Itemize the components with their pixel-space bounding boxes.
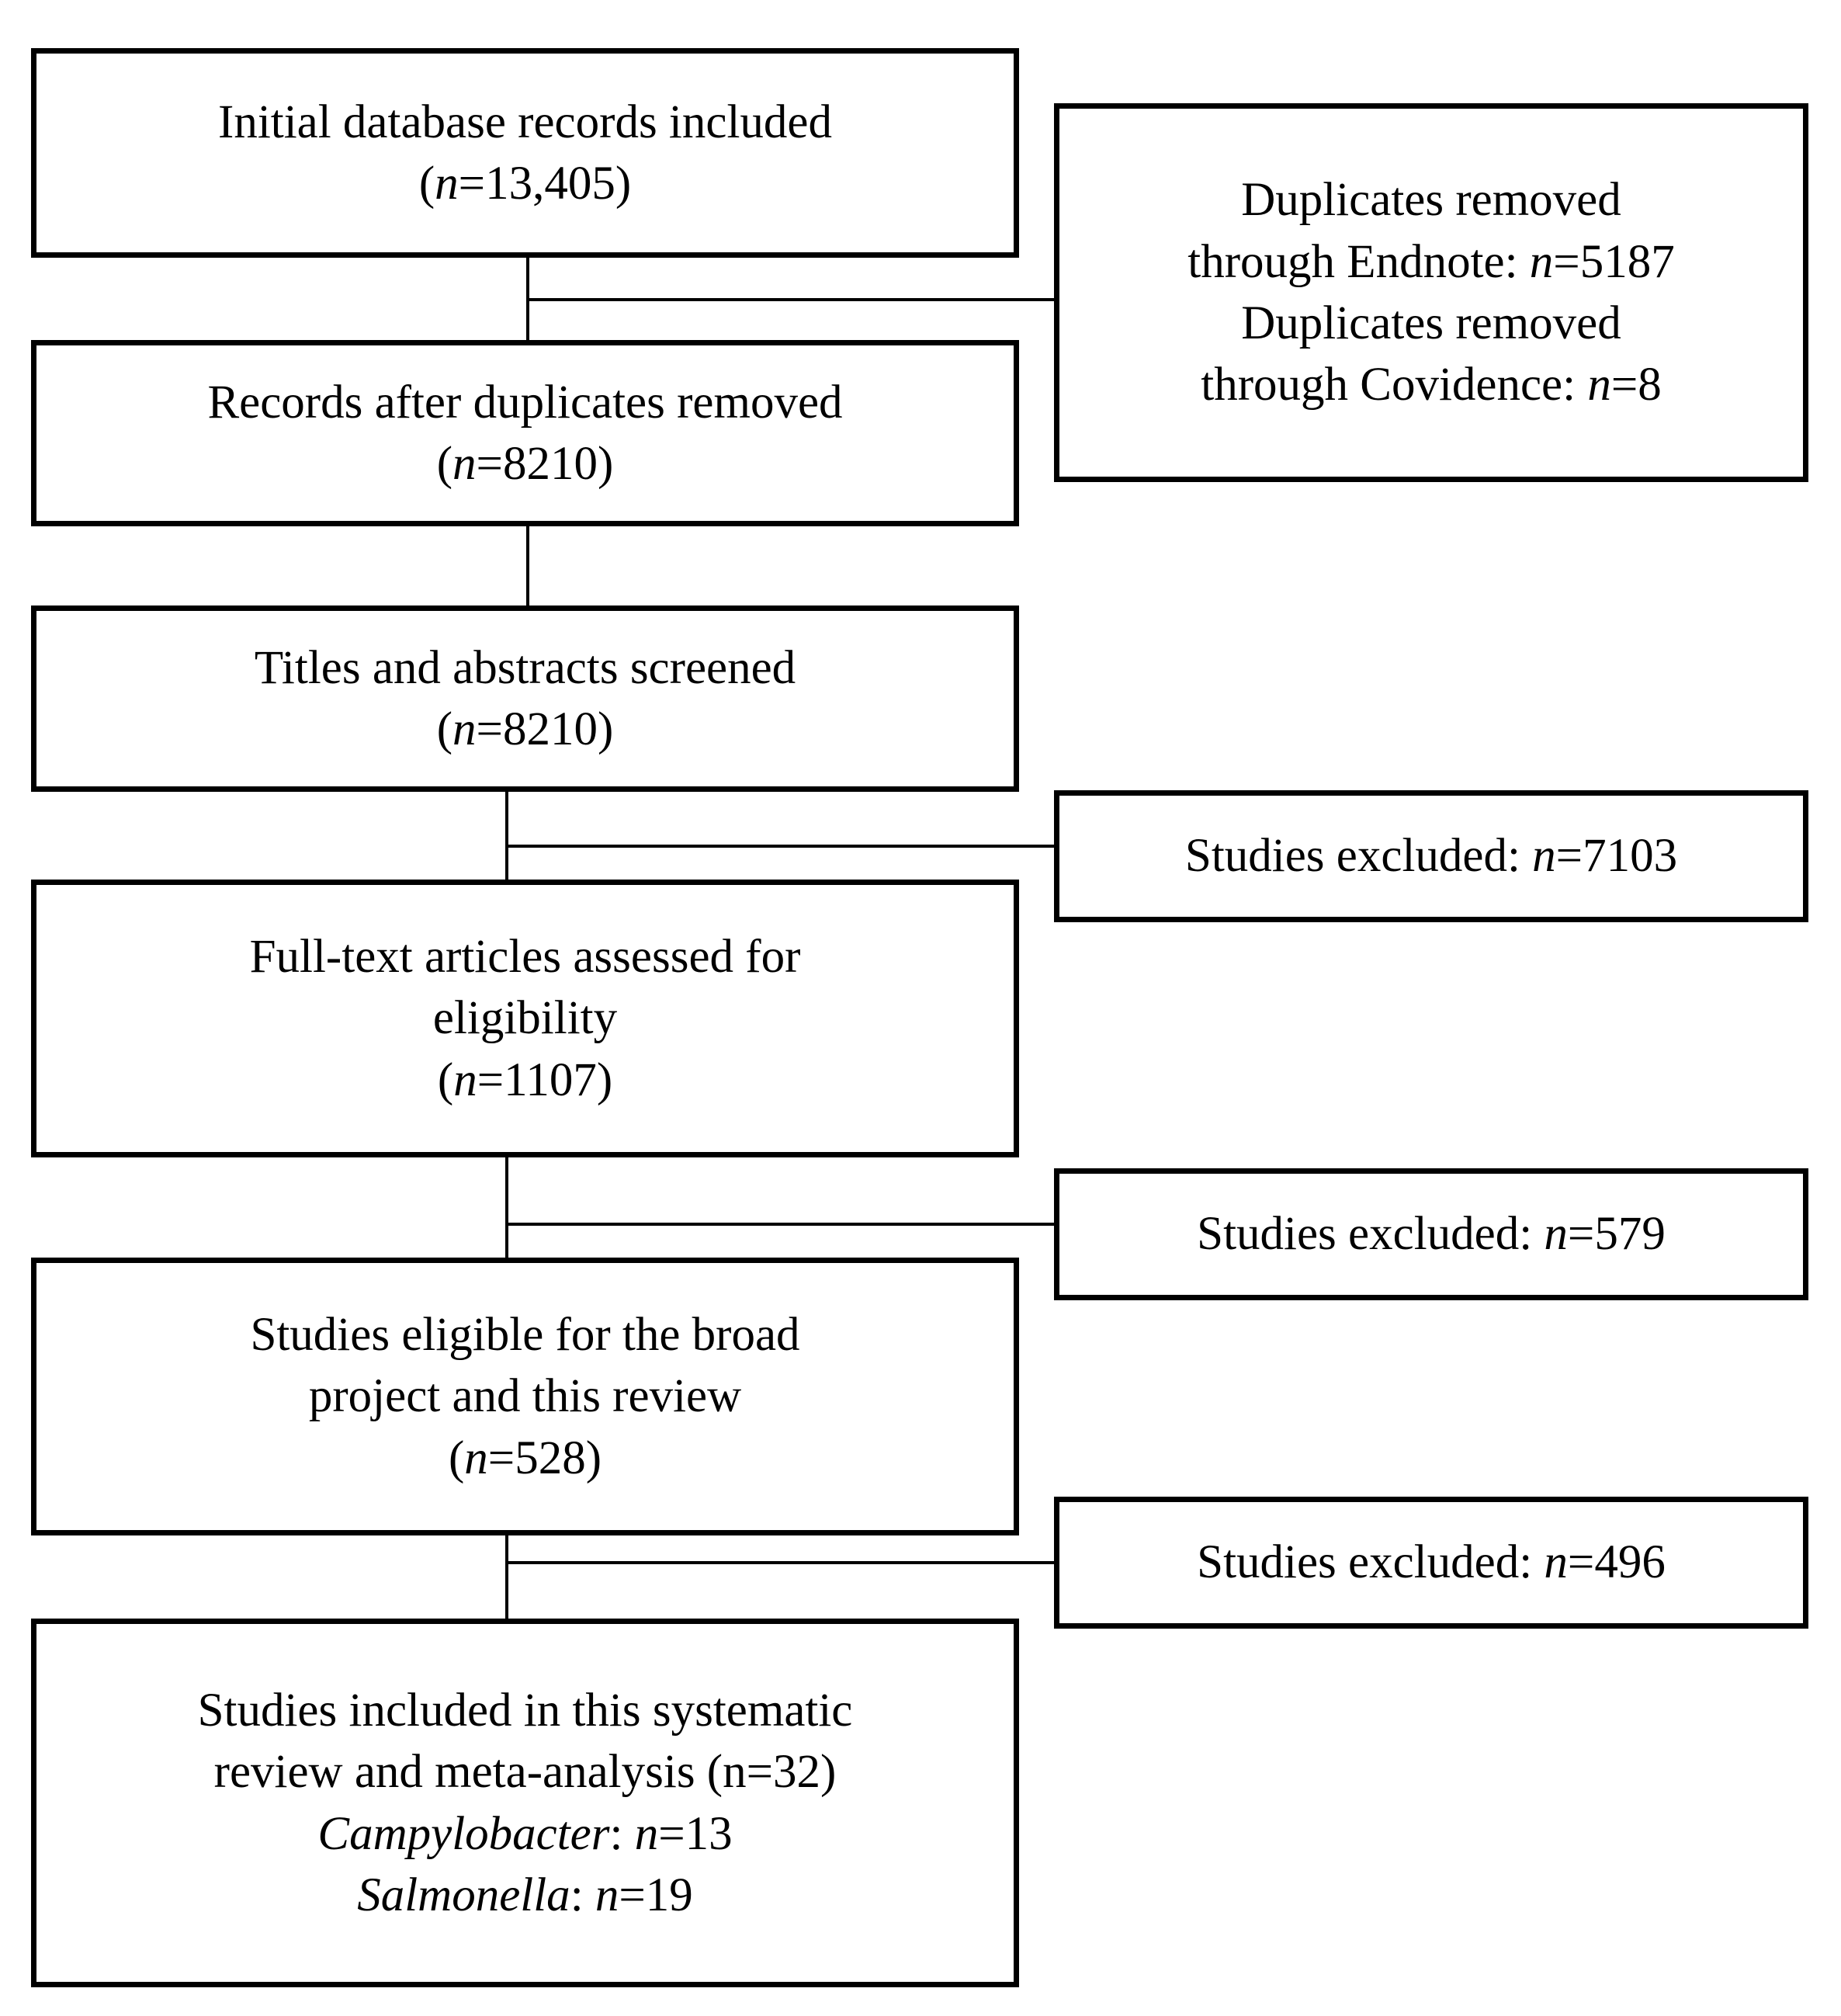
records-after-duplicates-count: (n=8210) — [436, 438, 614, 490]
full-text-assessed-label-1: Full-text articles assessed for — [249, 931, 801, 984]
studies-excluded-screening-box: Studies excluded: n=7103 — [1054, 790, 1808, 922]
studies-excluded-fulltext-text: Studies excluded: n=579 — [1197, 1208, 1666, 1261]
studies-excluded-screening-text: Studies excluded: n=7103 — [1184, 830, 1678, 883]
studies-excluded-scope-text: Studies excluded: n=496 — [1197, 1536, 1666, 1589]
connector-branch-duplicates-removed — [526, 298, 1056, 301]
initial-records-label: Initial database records included — [218, 95, 832, 148]
titles-abstracts-screened-box: Titles and abstracts screened (n=8210) — [31, 605, 1019, 792]
connector-eligibility-to-broad-eligible — [505, 1157, 508, 1258]
duplicates-removed-covidence-label: Duplicates removed — [1241, 297, 1621, 349]
studies-eligible-count: (n=528) — [448, 1431, 602, 1484]
studies-eligible-label-1: Studies eligible for the broad — [250, 1309, 800, 1362]
full-text-assessed-box: Full-text articles assessed for eligibil… — [31, 880, 1019, 1157]
studies-included-box: Studies included in this systematic revi… — [31, 1619, 1019, 1987]
studies-excluded-scope-box: Studies excluded: n=496 — [1054, 1497, 1808, 1629]
connector-branch-excluded-scope — [505, 1561, 1056, 1564]
initial-records-box: Initial database records included (n=13,… — [31, 48, 1019, 258]
studies-eligible-broad-project-box: Studies eligible for the broad project a… — [31, 1258, 1019, 1535]
studies-included-salmonella: Salmonella: n=19 — [357, 1869, 693, 1921]
duplicates-removed-covidence-count: through Covidence: n=8 — [1201, 359, 1662, 411]
duplicates-removed-endnote-label: Duplicates removed — [1241, 174, 1621, 227]
titles-abstracts-screened-label: Titles and abstracts screened — [254, 641, 796, 694]
studies-included-campylobacter: Campylobacter: n=13 — [317, 1807, 733, 1860]
full-text-assessed-label-2: eligibility — [432, 992, 618, 1045]
connector-after-duplicates-to-screening — [526, 526, 529, 605]
connector-branch-excluded-fulltext — [505, 1223, 1056, 1226]
titles-abstracts-screened-count: (n=8210) — [436, 703, 614, 755]
studies-excluded-fulltext-box: Studies excluded: n=579 — [1054, 1168, 1808, 1300]
connector-broad-eligible-to-included — [505, 1535, 508, 1619]
studies-included-label-1: Studies included in this systematic — [197, 1684, 853, 1737]
initial-records-count: (n=13,405) — [418, 158, 632, 210]
full-text-assessed-count: (n=1107) — [437, 1053, 613, 1106]
records-after-duplicates-box: Records after duplicates removed (n=8210… — [31, 340, 1019, 526]
duplicates-removed-box: Duplicates removed through Endnote: n=51… — [1054, 103, 1808, 482]
records-after-duplicates-label: Records after duplicates removed — [207, 376, 843, 429]
studies-included-label-2: review and meta-analysis (n=32) — [213, 1746, 837, 1799]
studies-eligible-label-2: project and this review — [308, 1370, 742, 1423]
connector-branch-excluded-screening — [505, 845, 1056, 848]
duplicates-removed-endnote-count: through Endnote: n=5187 — [1187, 235, 1675, 288]
connector-screening-to-eligibility — [505, 792, 508, 880]
